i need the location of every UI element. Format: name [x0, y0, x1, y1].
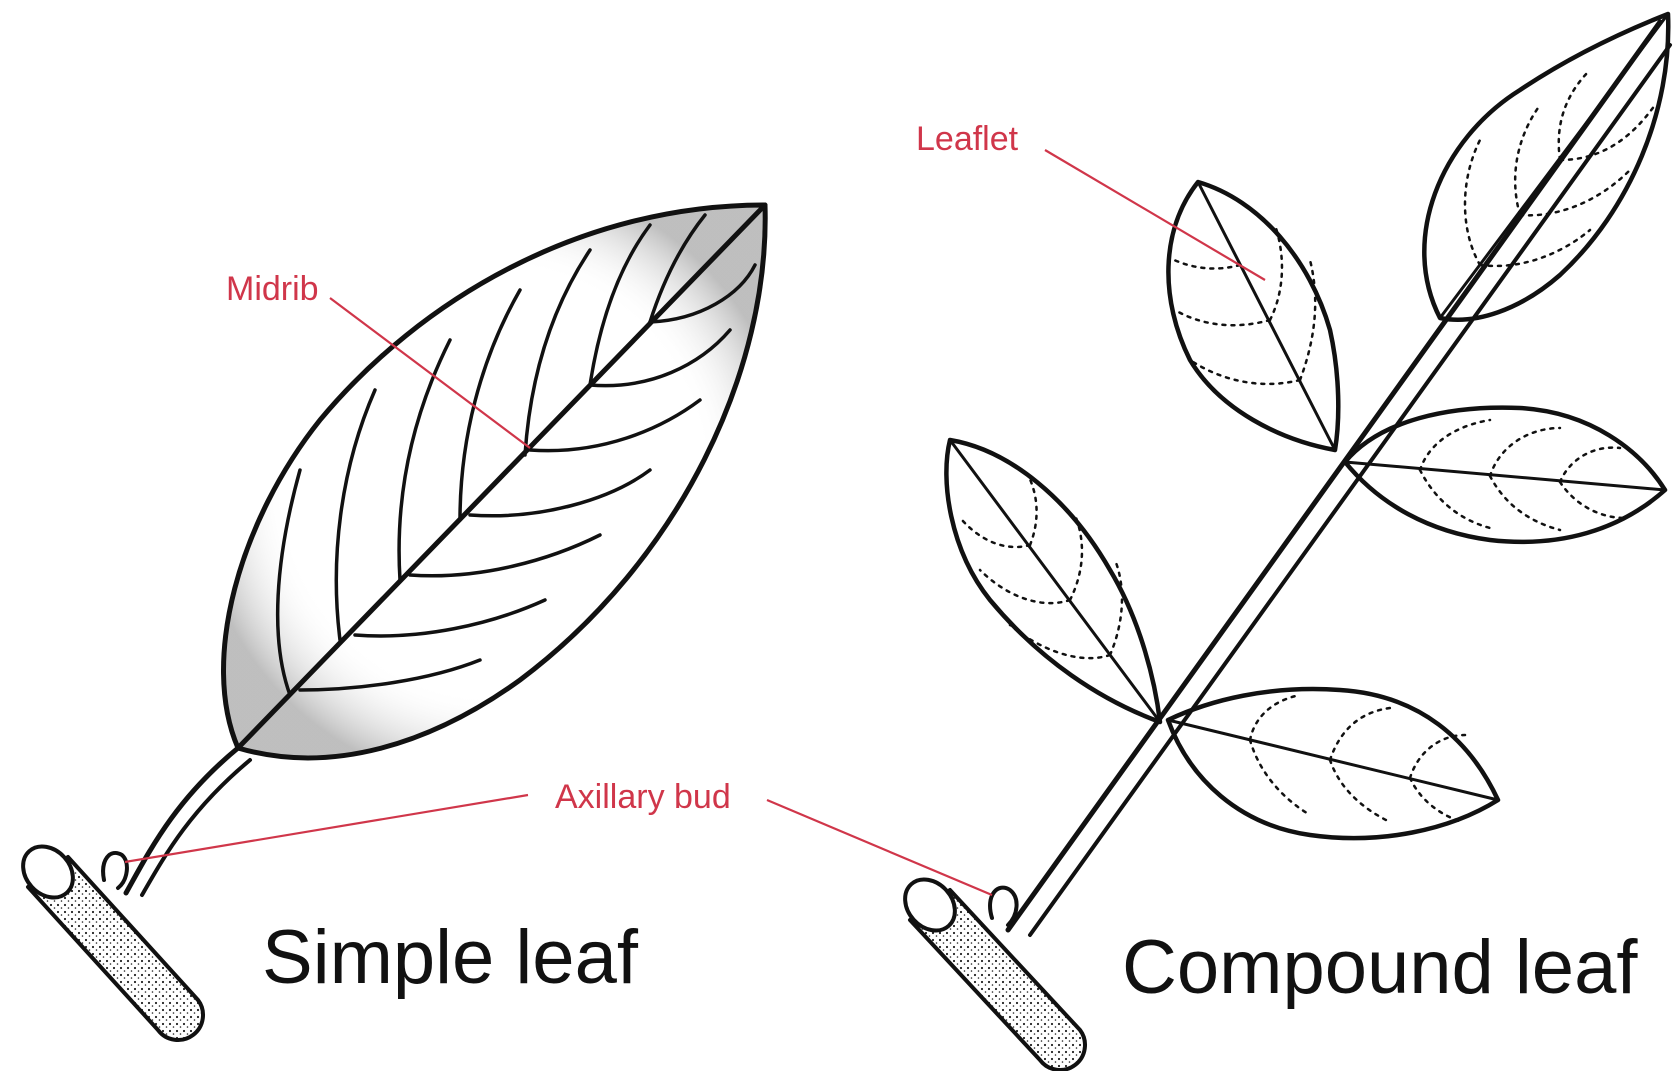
leaflet-lower-right — [1168, 689, 1498, 838]
leaflet-lower-left — [946, 440, 1160, 722]
axillary-bud-leader-line-right — [767, 800, 992, 895]
simple-leaf-caption: Simple leaf — [262, 920, 638, 996]
simple-leaf-twig — [13, 836, 203, 1040]
compound-leaf-caption: Compound leaf — [1122, 930, 1637, 1006]
simple-leaf-petiole — [126, 748, 238, 893]
leaflet-right-middle — [1345, 408, 1665, 542]
compound-leaf-axillary-bud — [990, 888, 1017, 925]
axillary-bud-label: Axillary bud — [555, 780, 731, 814]
compound-leaf — [895, 14, 1670, 1070]
simple-leaf-axillary-bud — [103, 853, 127, 888]
leaflet-leader-line — [1045, 150, 1265, 280]
leaflet-upper-left — [1168, 182, 1338, 450]
compound-leaf-rachis — [1008, 22, 1660, 930]
leaflet-label: Leaflet — [916, 122, 1018, 156]
midrib-label: Midrib — [226, 272, 319, 306]
